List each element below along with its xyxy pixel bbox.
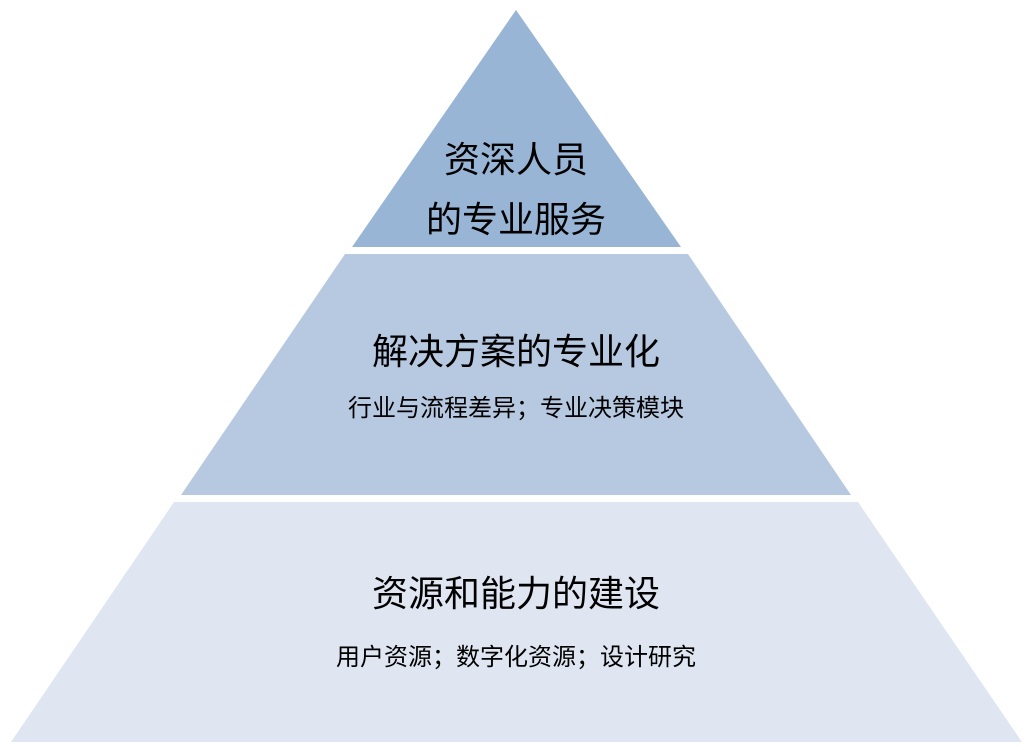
top-tier-title-line2: 的专业服务: [426, 200, 606, 241]
bottom-tier-title: 资源和能力的建设: [372, 574, 660, 615]
pyramid-tier-middle: [181, 254, 851, 495]
bottom-tier-subtitle: 用户资源；数字化资源；设计研究: [336, 643, 696, 671]
pyramid-tier-bottom: [11, 502, 1022, 742]
top-tier-title-line1: 资深人员: [444, 140, 588, 181]
middle-tier-subtitle: 行业与流程差异；专业决策模块: [348, 394, 684, 422]
pyramid-tier-top: [352, 10, 681, 247]
middle-tier-title: 解决方案的专业化: [372, 332, 660, 373]
